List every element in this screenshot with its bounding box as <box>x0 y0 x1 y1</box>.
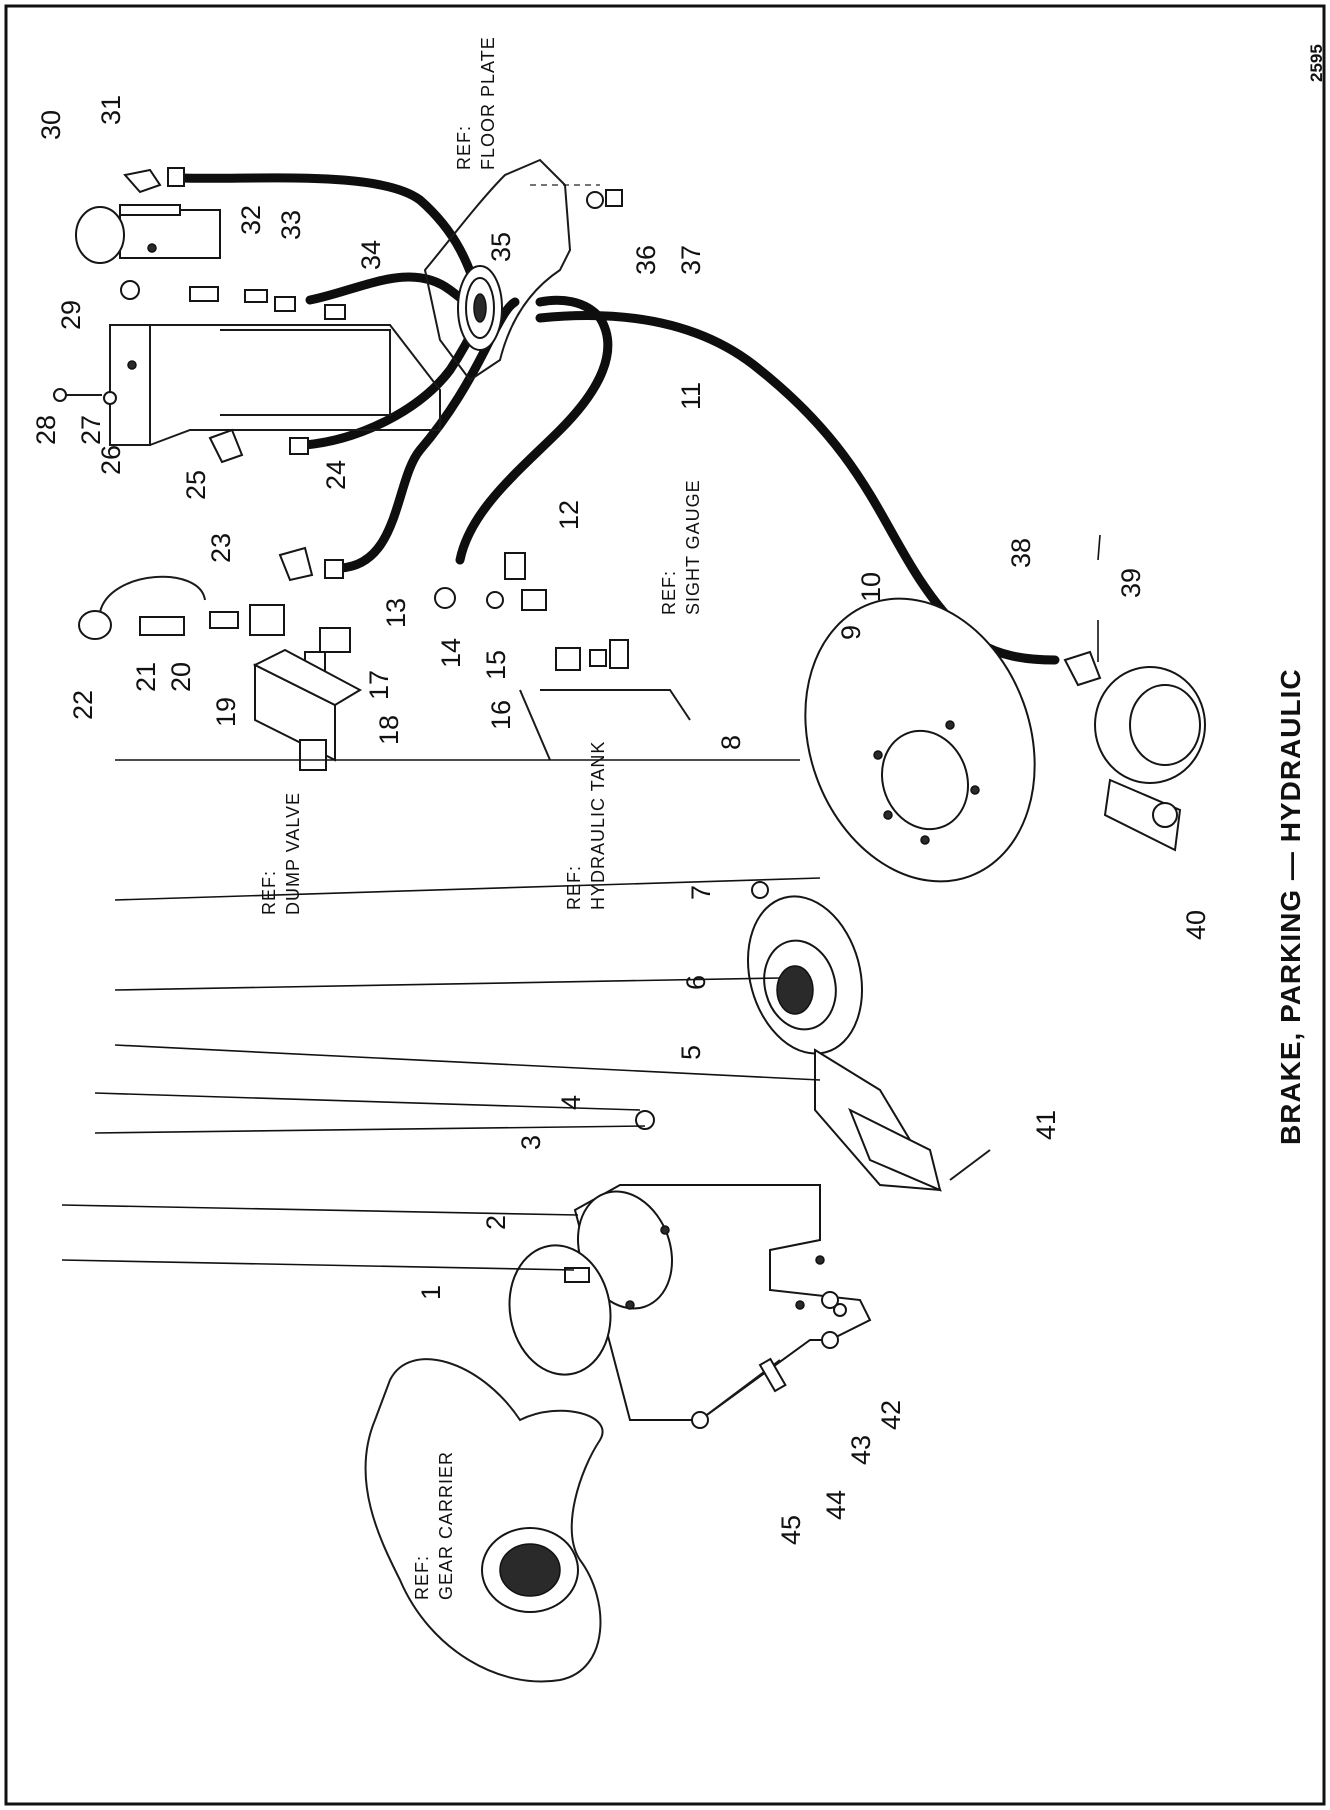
floor-plate <box>423 158 600 382</box>
bolts <box>564 881 991 1429</box>
leader-lines <box>61 534 1101 1271</box>
callout-numbers: 1 2 3 4 5 6 7 8 9 10 11 12 13 14 15 16 1… <box>31 95 1211 1545</box>
hydraulic-tank-outline <box>519 689 691 761</box>
dump-valve <box>252 648 363 771</box>
callout-43: 43 <box>846 1435 876 1465</box>
callout-13: 13 <box>381 598 411 628</box>
callout-20: 20 <box>166 662 196 692</box>
callout-14: 14 <box>436 638 466 668</box>
callout-34: 34 <box>356 240 386 270</box>
callout-27: 27 <box>76 415 106 445</box>
callout-16: 16 <box>486 700 516 730</box>
hydraulic-hoses <box>175 173 1060 665</box>
ref-dump-valve: REF:DUMP VALVE <box>259 792 303 915</box>
callout-39: 39 <box>1116 568 1146 598</box>
brake-valve-30 <box>75 204 221 264</box>
ref-gear-carrier: REF:GEAR CARRIER <box>412 1451 456 1600</box>
callout-26: 26 <box>96 445 126 475</box>
callout-33: 33 <box>276 210 306 240</box>
callout-12: 12 <box>554 500 584 530</box>
callout-35: 35 <box>486 232 516 262</box>
callout-19: 19 <box>211 697 241 727</box>
reference-labels: REF:FLOOR PLATE REF:DUMP VALVE REF:HYDRA… <box>259 36 703 1600</box>
callout-31: 31 <box>96 95 126 125</box>
support-5 <box>814 1048 942 1192</box>
callout-45: 45 <box>776 1515 806 1545</box>
callout-3: 3 <box>516 1135 546 1150</box>
callout-21: 21 <box>131 662 161 692</box>
callout-18: 18 <box>374 715 404 745</box>
caliper-40 <box>1094 666 1206 852</box>
callout-11: 11 <box>676 382 706 410</box>
page-id: 2595 <box>1307 44 1326 82</box>
callout-7: 7 <box>686 885 716 900</box>
gear-carrier <box>364 1244 612 1683</box>
callout-9: 9 <box>836 625 866 640</box>
callout-15: 15 <box>481 650 511 680</box>
callout-30: 30 <box>36 110 66 140</box>
mounting-bracket-26 <box>109 324 441 446</box>
callout-25: 25 <box>181 470 211 500</box>
mounting-plate-2 <box>573 1184 872 1421</box>
callout-10: 10 <box>856 572 886 602</box>
brake-disc-8 <box>804 597 1036 883</box>
callout-1: 1 <box>416 1285 446 1300</box>
page-border <box>4 4 1326 1806</box>
callout-6: 6 <box>681 975 711 990</box>
ref-hydraulic-tank: REF:HYDRAULIC TANK <box>564 741 608 910</box>
callout-40: 40 <box>1181 910 1211 940</box>
callout-28: 28 <box>31 415 61 445</box>
hub-6 <box>746 895 864 1055</box>
callout-4: 4 <box>556 1095 586 1110</box>
callout-17: 17 <box>364 670 394 700</box>
callout-38: 38 <box>1006 538 1036 568</box>
diagram-title: BRAKE, PARKING — HYDRAULIC <box>1275 668 1306 1145</box>
callout-8: 8 <box>716 735 746 750</box>
callout-32: 32 <box>236 205 266 235</box>
callout-37: 37 <box>676 245 706 275</box>
callout-42: 42 <box>876 1400 906 1430</box>
grommet-35 <box>457 265 503 351</box>
callout-29: 29 <box>56 300 86 330</box>
callout-41: 41 <box>1031 1110 1061 1140</box>
callout-2: 2 <box>481 1215 511 1230</box>
ref-floor-plate: REF:FLOOR PLATE <box>454 36 498 170</box>
callout-23: 23 <box>206 533 236 563</box>
callout-5: 5 <box>676 1045 706 1060</box>
callout-44: 44 <box>821 1490 851 1520</box>
callout-24: 24 <box>321 460 351 490</box>
callout-22: 22 <box>68 690 98 720</box>
ref-sight-gauge: REF:SIGHT GAUGE <box>659 479 703 615</box>
callout-36: 36 <box>631 245 661 275</box>
